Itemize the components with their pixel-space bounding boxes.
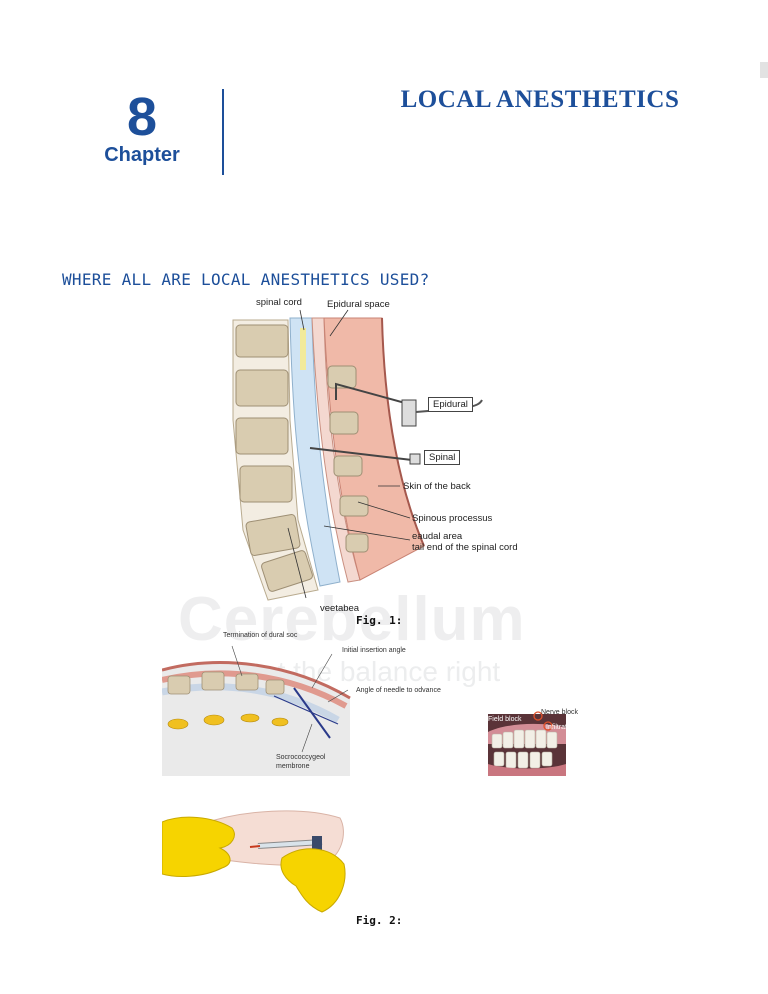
- label-spinal-cord: spinal cord: [256, 297, 302, 308]
- chapter-divider: [222, 89, 224, 175]
- label-vertebrae: veetabea: [320, 603, 360, 614]
- caudal-block-illustration: [162, 645, 351, 776]
- label-nerve-block: Nerve block: [541, 709, 578, 716]
- label-epidural: Epidural: [428, 397, 473, 412]
- label-termination-dural-sac: Termination of dural soc: [223, 632, 298, 639]
- figure-1-caption: Fig. 1:: [356, 614, 403, 627]
- dental-illustration: [488, 711, 566, 776]
- label-field-block: Field block: [488, 716, 522, 723]
- label-spinous-process: Spinous processus: [412, 513, 493, 524]
- label-spinal: Spinal: [424, 450, 461, 465]
- label-skin-of-back: Skin of the back: [403, 481, 471, 492]
- label-infiltration: Infiltration: [546, 724, 577, 731]
- page-edge-mark: [760, 62, 768, 78]
- label-angle-to-advance: Angle of needle to odvance: [356, 687, 441, 694]
- label-epidural-space: Epidural space: [327, 299, 390, 310]
- chapter-title: LOCAL ANESTHETICS: [400, 86, 680, 113]
- label-membrane: membrone: [276, 763, 310, 770]
- spine-illustration: [232, 309, 483, 601]
- label-sacrococcygeal: Socrococcygeol: [276, 754, 326, 761]
- label-initial-insertion-angle: Initial insertion angle: [342, 647, 406, 654]
- section-heading: WHERE ALL ARE LOCAL ANESTHETICS USED?: [62, 270, 430, 289]
- chapter-number: 8: [126, 87, 158, 147]
- figure-2-caption: Fig. 2:: [356, 914, 403, 927]
- chapter-label: Chapter: [104, 144, 180, 166]
- label-tail-end: tail end of the spinal cord: [412, 542, 518, 553]
- gloved-injection-illustration: [162, 810, 346, 913]
- label-caudal-area: eaudal area: [412, 531, 463, 542]
- watermark-brand: Cerebellum: [178, 585, 526, 654]
